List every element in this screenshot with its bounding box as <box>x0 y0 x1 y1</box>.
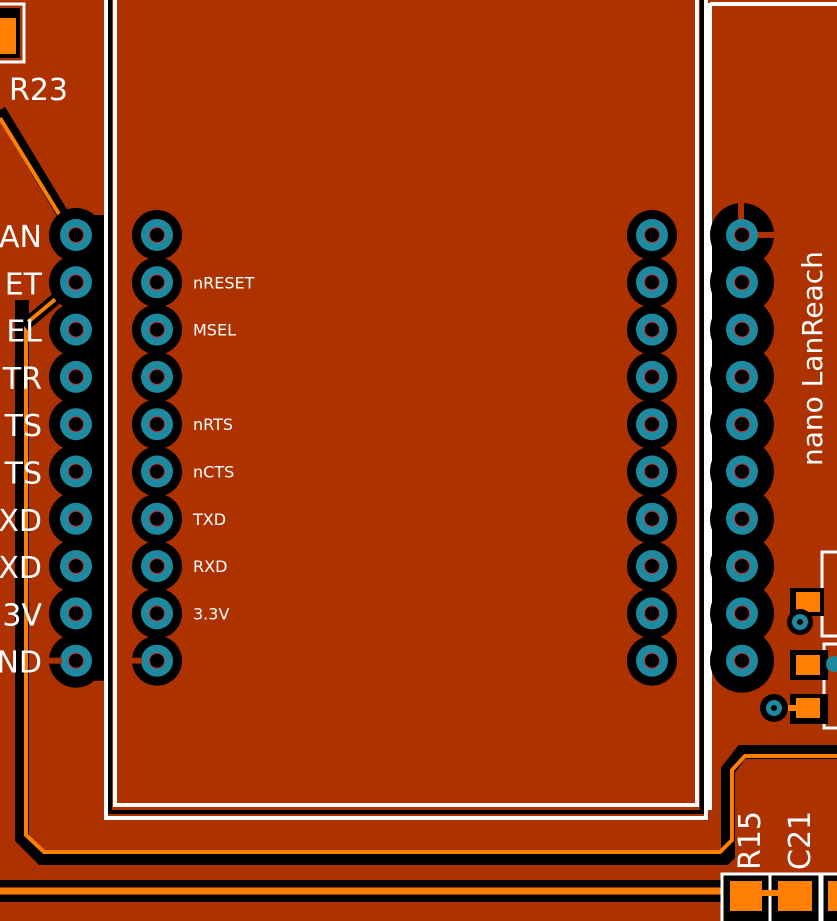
via-3-drill <box>771 705 777 711</box>
left-header-pad-drill <box>68 274 84 291</box>
right-outline <box>708 2 837 810</box>
bottom-right-parts: R15 C21 R19 <box>720 811 837 921</box>
module-right-pad-drill <box>644 652 660 669</box>
module-right-pad-drill <box>644 274 660 291</box>
module-left-pad-drill <box>149 558 165 575</box>
right-header-pad-drill <box>734 321 750 338</box>
trace-left-loop <box>24 318 837 854</box>
module-left-pad-drill <box>149 652 165 669</box>
r15-c21-link <box>760 890 782 896</box>
module-title: nano LanReach <box>796 251 829 466</box>
trace-bottom-bus <box>0 888 740 894</box>
module-outline-outer <box>104 0 708 820</box>
module-left-pad-drill <box>149 368 165 385</box>
right-header-pad-drill <box>734 227 750 243</box>
r15-pad <box>730 881 762 911</box>
r15-label: R15 <box>733 811 768 870</box>
thermal-spoke <box>132 657 142 664</box>
module-pin-label: nRTS <box>193 415 233 434</box>
module-pin-label: nRESET <box>193 273 255 292</box>
left-header-label: TS <box>4 457 42 492</box>
left-header-pad-drill <box>68 463 84 480</box>
left-header-pad-drill <box>68 652 84 669</box>
module-left-pad-drill <box>149 510 165 527</box>
module-outline <box>104 0 708 820</box>
partial-pad <box>828 881 837 911</box>
trace-left-loop-clearance <box>15 300 837 865</box>
right-header-pad-drill <box>734 463 750 480</box>
r23-footprint: R23 <box>0 2 68 108</box>
left-header-pad-drill <box>68 321 84 338</box>
c21-label: C21 <box>783 811 818 870</box>
left-header-label: AN <box>0 220 42 255</box>
module-outline-inner <box>113 0 699 807</box>
left-header-label: ND <box>0 646 42 681</box>
module-right-pad-drill <box>644 416 660 433</box>
left-header-label: ET <box>5 267 43 302</box>
r23-label: R23 <box>9 73 68 108</box>
right-header-pad-drill <box>734 510 750 527</box>
left-header-pad-drill <box>68 605 84 622</box>
module-right-pad-drill <box>644 227 660 243</box>
right-header-clearance <box>710 201 779 693</box>
left-header-pad-drill <box>68 416 84 433</box>
smd-pad-2 <box>796 655 820 675</box>
left-header-pad-drill <box>68 510 84 527</box>
r23-pad <box>0 18 16 54</box>
thermal-spoke <box>755 232 779 238</box>
left-header-label: XD <box>0 551 42 586</box>
module-left-pad-drill <box>149 321 165 338</box>
module-pin-label: RXD <box>193 557 227 576</box>
r23-silk-outline <box>0 2 26 64</box>
through-hole-pads <box>40 210 758 686</box>
module-right-pad-drill <box>644 368 660 385</box>
right-header-pad-drill <box>734 652 750 669</box>
left-header-label: EL <box>6 315 42 350</box>
left-header-labels: AN ET EL TR TS TS XD XD 3V ND <box>0 220 43 681</box>
left-header-pad-drill <box>68 368 84 385</box>
left-header-pad-drill <box>68 227 84 243</box>
right-header-pad-drill <box>734 605 750 622</box>
right-header-pad-drill <box>734 274 750 291</box>
module-pin-label: MSEL <box>193 321 236 340</box>
left-header-label: TS <box>4 409 42 444</box>
via-1-drill <box>797 619 803 625</box>
left-header-label: TR <box>2 362 42 397</box>
module-pin-labels: nRESET MSEL nRTS nCTS TXD RXD 3.3V <box>192 273 255 623</box>
module-left-pad-drill <box>149 416 165 433</box>
trace-diag-1 <box>0 116 72 234</box>
left-header-label: 3V <box>2 598 42 633</box>
module-right-pad-drill <box>644 321 660 338</box>
module-pin-label: TXD <box>192 510 226 529</box>
module-left-pad-drill <box>149 605 165 622</box>
module-left-pad-drill <box>149 227 165 243</box>
module-pin-label: nCTS <box>193 463 234 482</box>
smd-pad-3 <box>796 698 820 718</box>
module-right-pad-drill <box>644 558 660 575</box>
module-pin-label: 3.3V <box>193 604 229 623</box>
module-right-pad-drill <box>644 463 660 480</box>
thermal-spoke <box>738 201 744 225</box>
bottom-traces <box>0 300 837 902</box>
via-2-ring <box>826 656 837 672</box>
module-left-pad-drill <box>149 463 165 480</box>
c21-pad <box>778 881 812 911</box>
module-outline-gap <box>108 0 704 814</box>
right-header-pad-drill <box>734 368 750 385</box>
smd-pad-1 <box>796 592 820 612</box>
right-smd-parts <box>760 550 837 730</box>
gnd-stub <box>40 657 62 664</box>
right-header-pad-drill <box>734 558 750 575</box>
left-header-label: XD <box>0 504 42 539</box>
module-right-pad-drill <box>644 510 660 527</box>
module-right-pad-drill <box>644 605 660 622</box>
module-left-pad-drill <box>149 274 165 291</box>
right-header-pad-drill <box>734 416 750 433</box>
partial-refdes-label: R19 <box>833 811 837 870</box>
left-header-pad-drill <box>68 558 84 575</box>
smd-outline-bottom <box>822 642 837 730</box>
